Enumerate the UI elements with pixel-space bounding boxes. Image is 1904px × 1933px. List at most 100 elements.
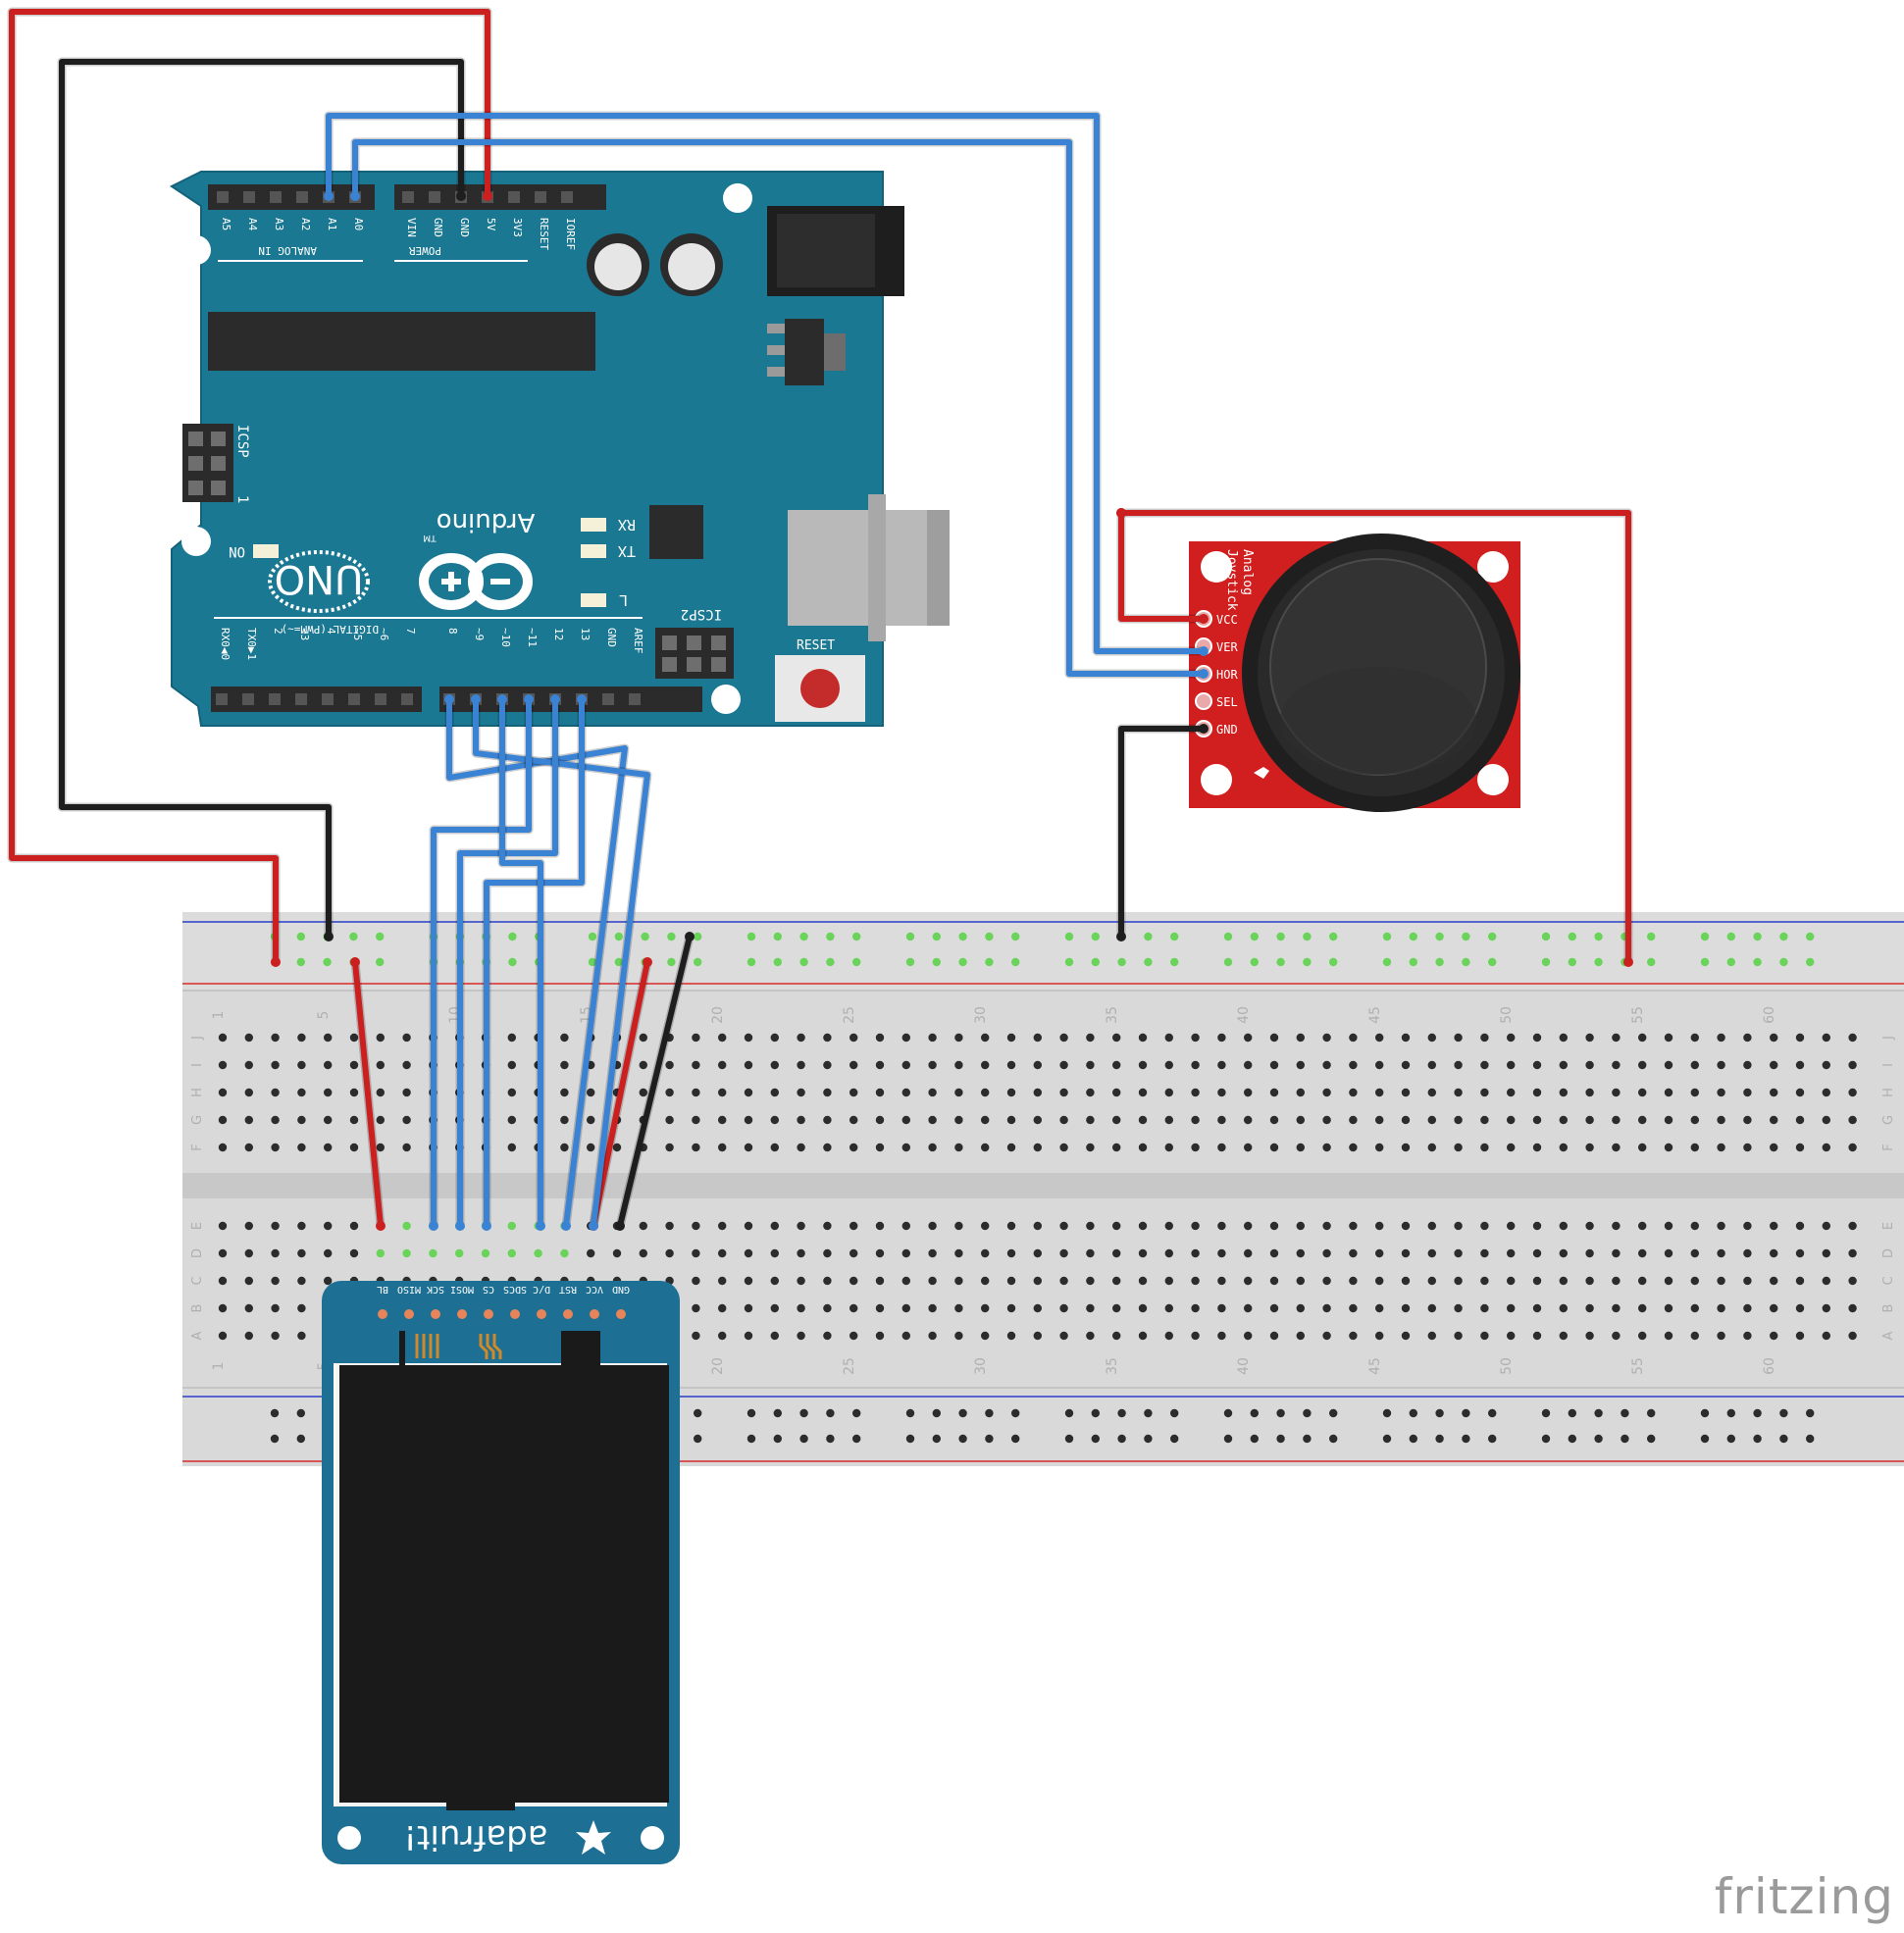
icsp-label: ICSP: [234, 425, 250, 458]
rail-hole: [1462, 1434, 1470, 1444]
rail-hole: [1011, 957, 1020, 967]
display-pin-label: RST: [559, 1284, 577, 1295]
analog-pin-label: A3: [273, 218, 285, 230]
breadboard-hole: [1217, 1060, 1226, 1070]
breadboard-hole: [1401, 1331, 1411, 1341]
breadboard-hole: [1822, 1060, 1831, 1070]
breadboard-hole: [349, 1060, 359, 1070]
breadboard-hole: [1743, 1221, 1752, 1231]
breadboard-hole: [1006, 1276, 1016, 1286]
breadboard-hole: [692, 1303, 700, 1313]
rail-hole: [1382, 957, 1392, 967]
breadboard-hole: [1480, 1331, 1489, 1341]
breadboard-hole: [1086, 1033, 1095, 1043]
breadboard-hole: [1690, 1303, 1700, 1313]
on-label: ON: [229, 543, 245, 559]
breadboard-hole: [1112, 1331, 1121, 1341]
breadboard-hole: [744, 1088, 753, 1097]
column-number: 50: [1499, 1006, 1515, 1024]
thumbstick: [1242, 534, 1520, 812]
breadboard-hole: [218, 1248, 228, 1258]
breadboard-hole: [1086, 1331, 1095, 1341]
breadboard-hole: [244, 1221, 253, 1231]
breadboard-hole: [1795, 1221, 1805, 1231]
breadboard-hole: [1401, 1115, 1411, 1125]
breadboard-hole: [1322, 1115, 1331, 1125]
breadboard-hole: [1770, 1331, 1778, 1341]
breadboard-hole: [639, 1221, 647, 1231]
rail-hole: [1250, 932, 1260, 941]
breadboard-hole: [1164, 1303, 1174, 1313]
breadboard-hole: [1507, 1143, 1516, 1152]
breadboard-hole: [1795, 1088, 1805, 1097]
breadboard-hole: [718, 1033, 727, 1043]
breadboard-hole: [1848, 1060, 1857, 1070]
breadboard-hole: [1296, 1276, 1306, 1286]
breadboard-hole: [1033, 1143, 1043, 1152]
joystick-title-1: Analog: [1240, 549, 1255, 595]
digital-pin-label: 2: [272, 628, 284, 635]
breadboard-hole: [1059, 1033, 1068, 1043]
breadboard-hole: [770, 1143, 779, 1152]
breadboard-hole: [849, 1248, 858, 1258]
rail-hole: [1250, 957, 1260, 967]
breadboard-hole: [823, 1276, 832, 1286]
breadboard-hole: [1638, 1331, 1647, 1341]
rail-hole: [1568, 957, 1577, 967]
breadboard-hole: [1375, 1143, 1384, 1152]
capacitor: [587, 233, 649, 296]
breadboard-hole: [1217, 1303, 1226, 1313]
breadboard-hole: [1664, 1115, 1673, 1125]
breadboard-hole: [1532, 1221, 1542, 1231]
breadboard-hole: [244, 1303, 253, 1313]
breadboard-hole: [823, 1221, 832, 1231]
breadboard-hole: [1164, 1221, 1174, 1231]
breadboard-hole: [1112, 1276, 1121, 1286]
breadboard-hole: [297, 1115, 306, 1125]
breadboard-hole: [297, 1221, 306, 1231]
arduino-uno-board: UNO Arduino TM ANALOG IN POWER ICSP 1 IC…: [170, 171, 950, 727]
reset-label: RESET: [797, 638, 835, 653]
breadboard-hole: [875, 1331, 885, 1341]
breadboard-hole: [1743, 1276, 1752, 1286]
breadboard-hole: [1480, 1143, 1489, 1152]
breadboard-hole: [1059, 1060, 1068, 1070]
rail-hole: [1091, 1434, 1101, 1444]
breadboard-hole: [218, 1303, 228, 1313]
breadboard-hole: [901, 1221, 910, 1231]
breadboard-hole: [692, 1276, 700, 1286]
breadboard-hole: [1244, 1115, 1253, 1125]
rail-hole: [852, 1408, 861, 1418]
rail-hole: [1409, 957, 1418, 967]
breadboard-hole: [271, 1303, 280, 1313]
breadboard-hole: [1349, 1248, 1358, 1258]
breadboard-hole: [639, 1248, 647, 1258]
breadboard-hole: [692, 1060, 700, 1070]
rail-hole: [958, 1408, 967, 1418]
breadboard-hole: [1507, 1060, 1516, 1070]
sd-slot: [561, 1331, 600, 1365]
rail-hole: [1329, 1434, 1338, 1444]
display-pin: [616, 1309, 626, 1319]
breadboard-hole: [560, 1115, 569, 1125]
rail-hole: [826, 957, 835, 967]
rail-hole: [1700, 1434, 1710, 1444]
power-pin-label: RESET: [538, 218, 550, 250]
breadboard-hole: [1322, 1303, 1331, 1313]
breadboard-hole: [1244, 1331, 1253, 1341]
mounting-hole: [1201, 551, 1232, 583]
breadboard-hole: [1848, 1143, 1857, 1152]
breadboard-hole: [1427, 1115, 1437, 1125]
breadboard-hole: [218, 1088, 228, 1097]
rail-hole: [1594, 957, 1603, 967]
wire-d12: [457, 696, 558, 1229]
rail-hole: [1091, 932, 1101, 941]
breadboard-hole: [1743, 1248, 1752, 1258]
breadboard-hole: [507, 1088, 516, 1097]
display-pin: [563, 1309, 573, 1319]
breadboard-hole: [1770, 1221, 1778, 1231]
breadboard-hole: [928, 1221, 937, 1231]
analog-pin-label: A2: [299, 218, 312, 230]
